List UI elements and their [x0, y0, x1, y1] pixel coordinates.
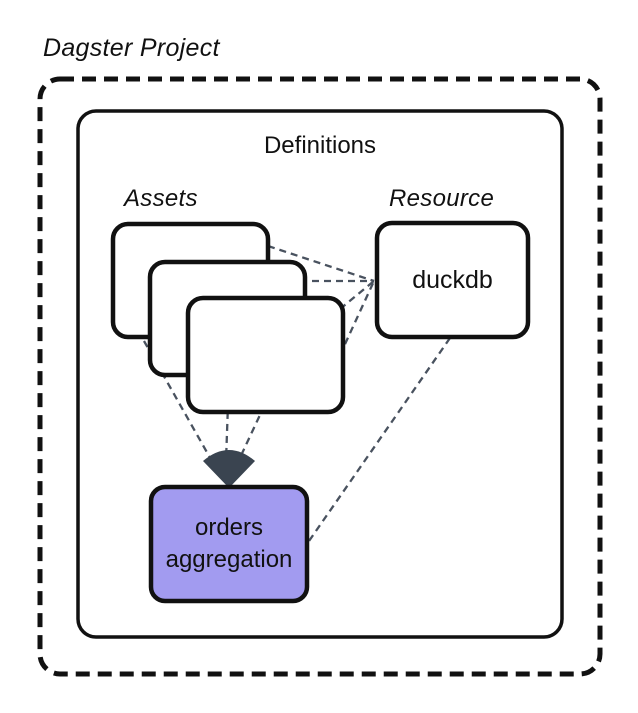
fan-in-arrow-icon [203, 450, 255, 488]
resource-group-label: Resource [389, 185, 495, 212]
asset-card-stack [110, 221, 346, 415]
orders-aggregation-label: orders aggregation [165, 514, 293, 573]
connector-asset1-duckdb [267, 244, 375, 283]
asset-card-3 [185, 295, 346, 415]
definitions-title: Definitions [263, 132, 377, 159]
duckdb-node [374, 220, 531, 340]
duckdb-node-label: duckdb [412, 265, 493, 294]
project-title: Dagster Project [43, 34, 220, 62]
project-boundary [37, 76, 603, 677]
assets-group-label: Assets [124, 185, 198, 212]
connector-duckdb-aggregation [308, 337, 451, 542]
orders-aggregation-node [148, 484, 310, 604]
connector-asset3-duckdb-lower [338, 280, 376, 356]
connector-asset3-aggregation [236, 339, 297, 463]
connector-asset3-duckdb-upper [339, 280, 375, 310]
